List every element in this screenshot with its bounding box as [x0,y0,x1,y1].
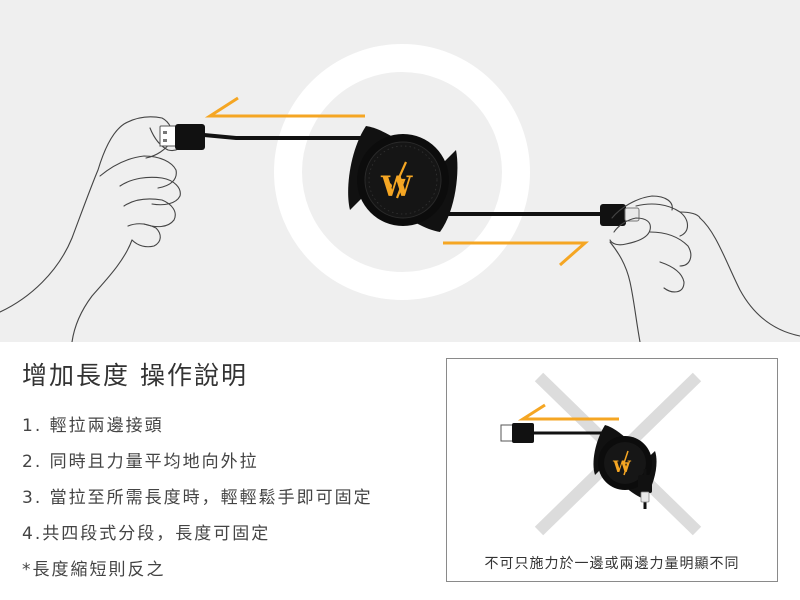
small-usb-a-plug [500,423,534,443]
wrong-usage-panel: W 不可只施力於一邊或兩邊力量明顯不同 [446,358,778,582]
pull-left-arrow-icon [204,96,365,118]
note-shorten: *長度縮短則反之 [22,560,166,580]
page-title: 增加長度 操作說明 [22,361,248,390]
step-4: 4.共四段式分段，長度可固定 [22,524,271,544]
lightning-plug [600,204,640,226]
right-hand-icon [609,195,800,342]
left-hand-icon [0,116,185,342]
brand-logo-icon: W [380,161,413,203]
instruction-steps: 1. 輕拉兩邊接頭 2. 同時且力量平均地向外拉 3. 當拉至所需長度時，輕輕鬆… [22,408,373,588]
background-ring [274,44,530,300]
pull-right-arrow-icon [443,241,589,267]
usage-illustration: W [0,0,800,342]
cable-left [203,133,370,140]
step-2: 2. 同時且力量平均地向外拉 [22,452,259,472]
step-3: 3. 當拉至所需長度時，輕輕鬆手即可固定 [22,488,373,508]
step-1: 1. 輕拉兩邊接頭 [22,416,164,436]
wrong-usage-caption: 不可只施力於一邊或兩邊力量明顯不同 [484,556,740,572]
usb-a-plug [159,124,205,150]
one-side-arrow-icon [517,403,619,421]
small-lightning-plug [638,475,652,503]
svg-text:W: W [612,457,632,476]
svg-text:W: W [380,170,413,203]
